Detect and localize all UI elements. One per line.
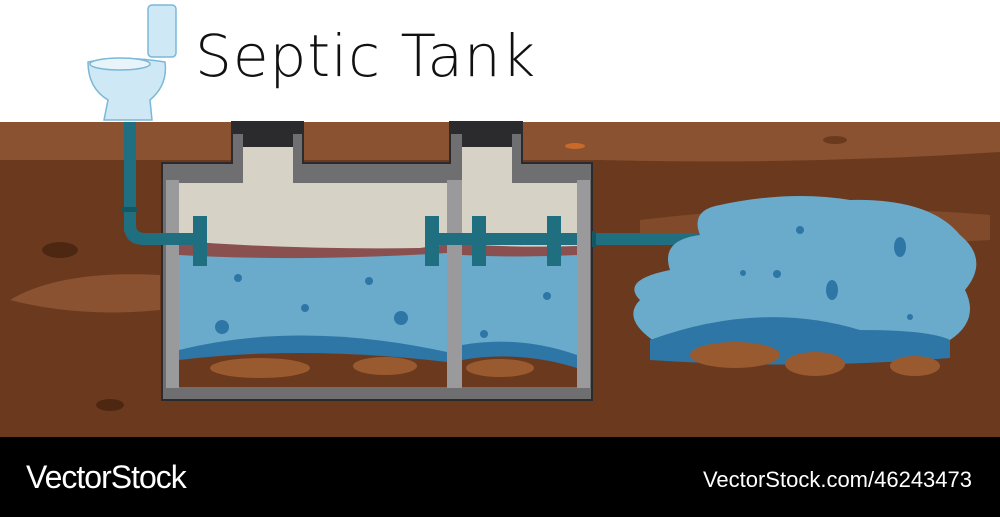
watermark-brand: VectorStock — [26, 459, 187, 495]
page-title: Septic Tank — [195, 22, 537, 90]
riser-lid-left — [232, 122, 303, 134]
watermark-url: VectorStock.com/46243473 — [702, 467, 972, 492]
inlet-pipe — [124, 122, 136, 232]
drain-field-water — [633, 196, 977, 376]
scum-layer — [179, 241, 447, 260]
riser-lid-right — [450, 122, 522, 134]
watermark-bar: VectorStock VectorStock.com/46243473 — [0, 437, 1000, 517]
soil-patch — [10, 274, 160, 313]
septic-tank — [161, 121, 593, 401]
toilet-icon — [87, 4, 177, 121]
baffle-tee — [193, 216, 207, 266]
septic-tank-illustration — [0, 4, 1000, 437]
